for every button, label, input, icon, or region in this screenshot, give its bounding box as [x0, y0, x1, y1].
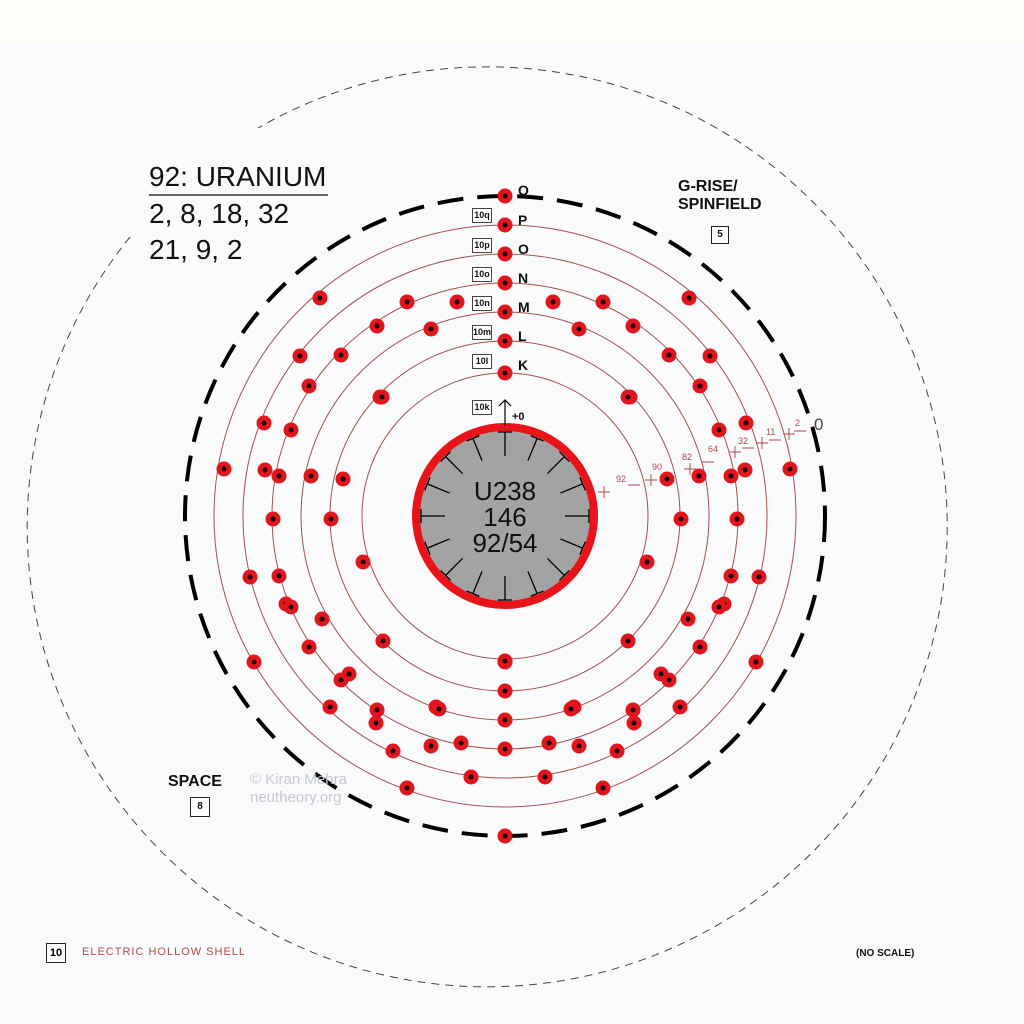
- plus-zero-label: +0: [512, 411, 525, 423]
- config-line-2: 21, 9, 2: [149, 234, 243, 265]
- shell-letter-l: L: [518, 328, 527, 344]
- shell-letter-n: N: [518, 270, 529, 286]
- element-title: 92: URANIUM: [149, 160, 329, 196]
- legend-box: 10: [46, 943, 66, 963]
- shell-letter-o: O: [518, 241, 529, 257]
- svg-text:82: 82: [682, 452, 692, 462]
- svg-text:2: 2: [795, 418, 800, 428]
- watermark: © Kiran Mehra neutheory.org: [250, 771, 347, 807]
- shell-letter-p: P: [518, 212, 528, 228]
- shell-box-l: 10l: [472, 354, 492, 369]
- nucleus-arrows: [420, 431, 590, 601]
- watermark-copyright: © Kiran Mehra: [250, 771, 347, 788]
- electrons: [216, 188, 798, 844]
- proton-electron-label: 92/54: [472, 528, 538, 558]
- no-scale-note: (NO SCALE): [856, 948, 915, 959]
- shell-letter-m: M: [518, 299, 530, 315]
- shell-box-p: 10p: [472, 238, 492, 253]
- config-line-1: 2, 8, 18, 32: [149, 198, 290, 229]
- shell-box-o: 10o: [472, 267, 492, 282]
- legend-text: ELECTRIC HOLLOW SHELL: [82, 946, 247, 958]
- zero-mark: 0: [814, 415, 824, 434]
- shell-box-m: 10m: [472, 325, 492, 340]
- shell-box-n: 10n: [472, 296, 492, 311]
- svg-text:11: 11: [766, 427, 775, 437]
- top-band: [0, 0, 1024, 44]
- shell-letter-k: K: [518, 357, 529, 373]
- shell-box-q: 10q: [472, 208, 492, 223]
- shell-letter-q: Q: [518, 182, 529, 198]
- g-rise-box: 5: [711, 226, 729, 244]
- g-rise-scale: 92 90 82 64 32 11 2: [598, 418, 806, 498]
- svg-text:92: 92: [616, 474, 626, 484]
- g-rise-line-1: G-RISE/: [678, 178, 738, 195]
- isotope-label: U238: [473, 476, 537, 506]
- shell-box-k: 10k: [472, 400, 492, 415]
- space-boundary-circle: [26, 66, 948, 988]
- g-rise-line-2: SPINFIELD: [678, 196, 762, 213]
- nucleus-label: U238 146 92/54: [430, 478, 580, 556]
- svg-text:90: 90: [652, 462, 662, 472]
- element-info: 92: URANIUM 2, 8, 18, 32 21, 9, 2: [149, 160, 329, 268]
- g-rise-label: G-RISE/ SPINFIELD: [678, 178, 762, 214]
- space-label: SPACE: [168, 773, 222, 790]
- watermark-site: neutheory.org: [250, 789, 342, 806]
- neutron-label: 146: [483, 502, 527, 532]
- space-box: 8: [190, 797, 210, 817]
- svg-text:32: 32: [738, 436, 748, 446]
- svg-text:64: 64: [708, 444, 718, 454]
